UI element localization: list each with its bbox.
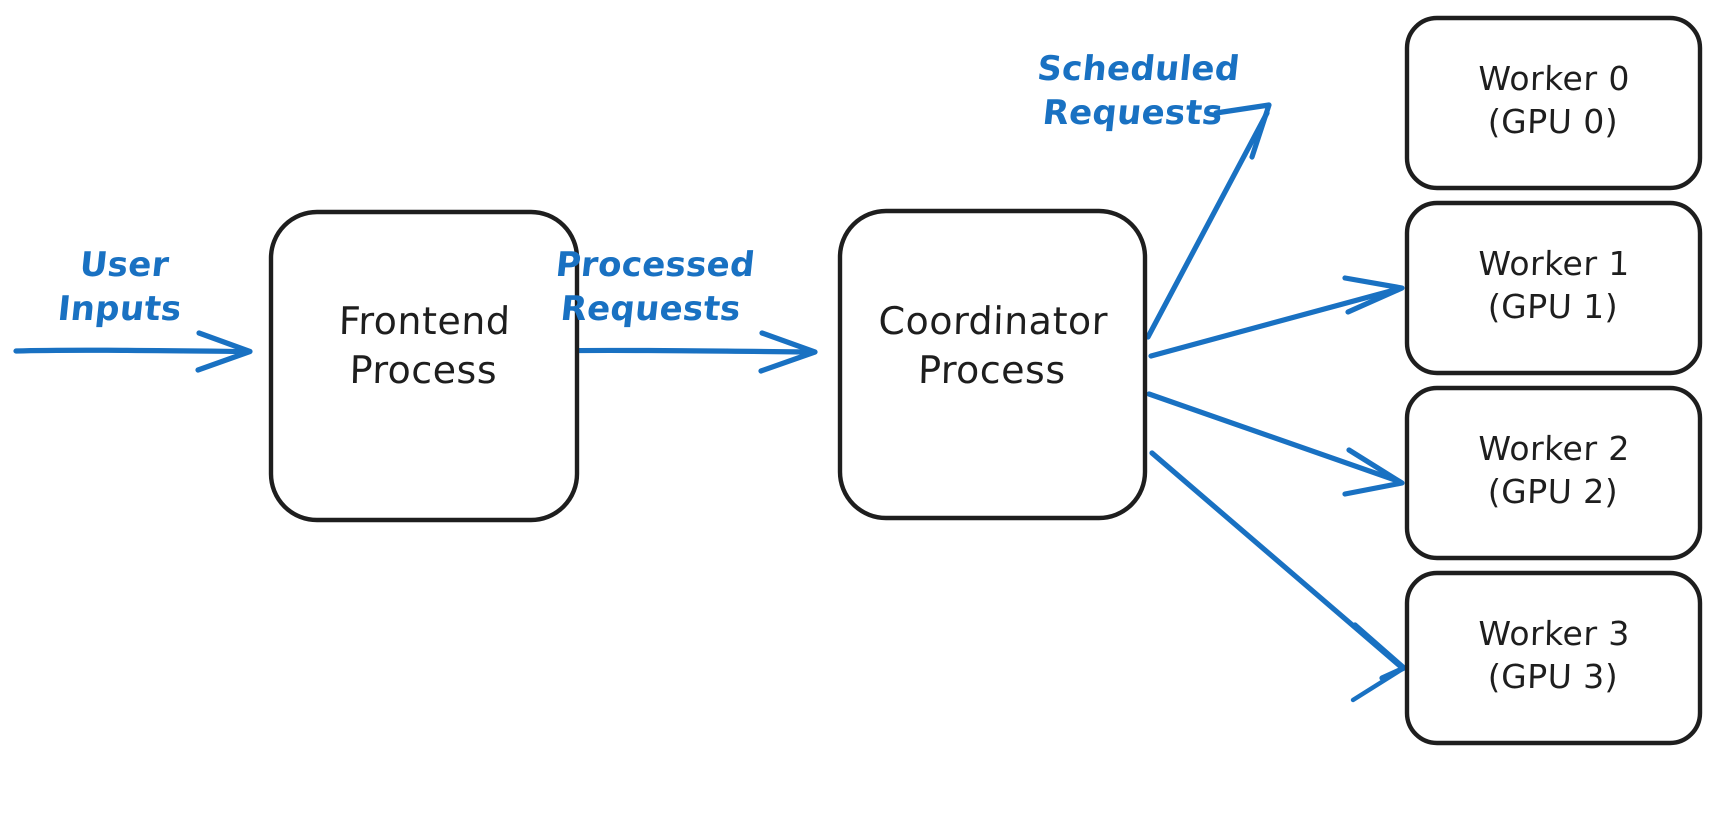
node-coordinator-box[interactable] — [837, 208, 1148, 521]
edge-coordinator-to-worker3 — [1149, 450, 1407, 703]
node-worker1-box[interactable] — [1404, 200, 1703, 376]
node-worker0-box[interactable] — [1404, 15, 1703, 191]
node-worker3-box[interactable] — [1404, 570, 1703, 746]
edge-coordinator-to-worker0 — [1145, 102, 1272, 340]
node-frontend-box[interactable] — [268, 209, 580, 523]
edge-coordinator-to-worker1 — [1148, 275, 1405, 359]
node-worker2-box[interactable] — [1404, 385, 1703, 561]
edge-coordinator-to-worker2 — [1146, 391, 1405, 497]
edge-user-to-frontend — [13, 330, 253, 373]
